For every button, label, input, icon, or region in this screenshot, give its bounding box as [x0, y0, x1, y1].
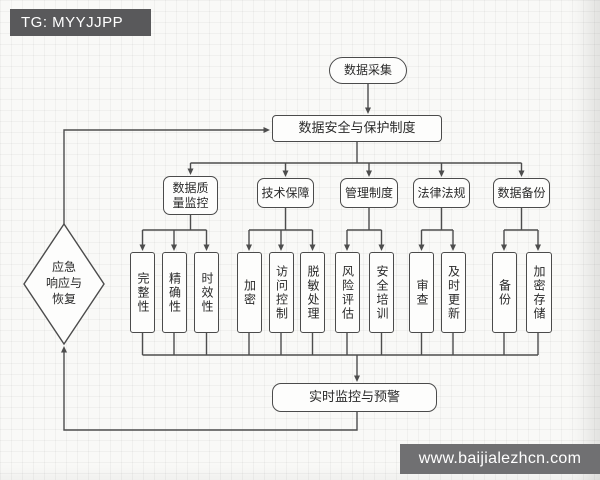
- node-realtime-monitoring-label: 实时监控与预警: [308, 389, 400, 405]
- branch-technical-support-label: 技术保障: [261, 185, 310, 200]
- subnode-backup-label: 备份: [497, 278, 512, 307]
- node-security-policy: 数据安全与保护制度: [272, 115, 442, 142]
- subnode-backup: 备份: [491, 252, 517, 333]
- subnode-access-control-label: 访问控制: [274, 264, 289, 321]
- subnode-timely-update-label: 及时更新: [446, 264, 461, 321]
- subnode-timeliness: 时效性: [194, 252, 219, 333]
- branch-data-backup-label: 数据备份: [497, 185, 546, 200]
- branch-management-system: 管理制度: [340, 178, 398, 208]
- node-data-collection: 数据采集: [329, 57, 407, 84]
- branch-laws-regulations-label: 法律法规: [417, 185, 466, 200]
- subnode-accuracy-label: 精确性: [167, 271, 182, 314]
- node-data-collection-label: 数据采集: [343, 63, 392, 77]
- subnode-review: 审查: [409, 252, 434, 333]
- subnode-risk-assessment-label: 风险评估: [340, 264, 355, 321]
- telegram-watermark-banner: TG: MYYJJPP: [10, 9, 151, 36]
- node-realtime-monitoring: 实时监控与预警: [272, 383, 437, 412]
- website-watermark-banner: www.baijialezhcn.com: [400, 444, 600, 474]
- telegram-watermark-text: TG: MYYJJPP: [21, 14, 124, 31]
- branch-technical-support: 技术保障: [257, 178, 314, 208]
- subnode-encrypted-storage: 加密存储: [525, 252, 552, 333]
- subnode-timeliness-label: 时效性: [200, 271, 214, 314]
- subnode-desensitization: 脱敏处理: [300, 252, 325, 333]
- subnode-desensitization-label: 脱敏处理: [306, 264, 320, 321]
- node-emergency-response: 应急 响应与 恢复: [24, 259, 104, 308]
- node-security-policy-label: 数据安全与保护制度: [298, 120, 416, 136]
- emergency-diamond-shape: [23, 222, 105, 346]
- branch-data-quality-monitoring: 数据质量监控: [163, 176, 218, 215]
- subnode-access-control: 访问控制: [268, 252, 294, 333]
- subnode-completeness-label: 完整性: [136, 271, 150, 314]
- branch-data-quality-monitoring-label: 数据质量监控: [172, 180, 209, 210]
- website-watermark-text: www.baijialezhcn.com: [418, 450, 582, 467]
- subnode-risk-assessment: 风险评估: [334, 252, 360, 333]
- subnode-encrypted-storage-label: 加密存储: [532, 264, 546, 321]
- subnode-review-label: 审查: [415, 278, 429, 307]
- emergency-line-3: 恢复: [51, 292, 76, 307]
- branch-laws-regulations: 法律法规: [413, 178, 470, 208]
- emergency-line-1: 应急: [51, 260, 76, 274]
- subnode-timely-update: 及时更新: [440, 252, 466, 333]
- branch-management-system-label: 管理制度: [344, 185, 393, 200]
- subnode-encryption-label: 加密: [242, 278, 257, 307]
- subnode-security-training: 安全培训: [369, 252, 394, 333]
- emergency-line-2: 响应与: [45, 276, 82, 291]
- branch-data-backup: 数据备份: [493, 178, 550, 208]
- subnode-security-training-label: 安全培训: [375, 264, 389, 321]
- subnode-accuracy: 精确性: [161, 252, 187, 333]
- subnode-completeness: 完整性: [130, 252, 155, 333]
- subnode-encryption: 加密: [236, 252, 262, 333]
